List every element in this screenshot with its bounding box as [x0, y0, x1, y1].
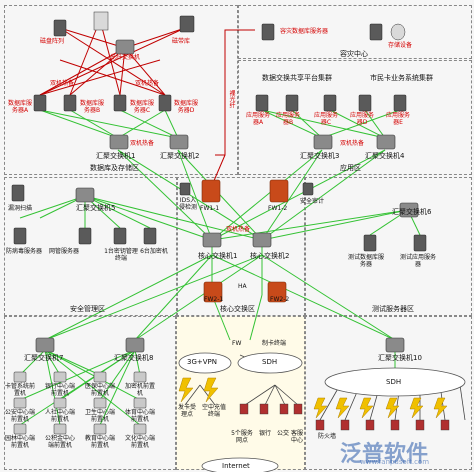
- app-server-c-label: 应用服务器C: [314, 112, 339, 126]
- fw-access-label: FW: [232, 340, 242, 347]
- vpn-cloud-label: 3G+VPN: [187, 358, 217, 366]
- db-server-c-label: 数据库服务器C: [129, 100, 154, 114]
- watermark-url: www.fanpusoft.com: [360, 458, 430, 466]
- storage-device-label: 存储设备: [388, 42, 413, 49]
- agg-switch-2-label: 汇聚交换机2: [160, 152, 200, 160]
- keymgmt-label: 1台密钥管理终端: [104, 248, 138, 262]
- watermark-logo: 泛普软件: [340, 442, 429, 467]
- mobile-label: 发卡受理点: [177, 404, 196, 418]
- agg-switch-4-label: 汇聚交换机4: [365, 152, 405, 160]
- branch-label-3: 公交: [276, 430, 289, 437]
- dual-hot-label-3: 双机热备: [130, 140, 155, 147]
- netmgmt-label: 网管服务器: [48, 248, 79, 255]
- encryptor-label: 6台加密机: [140, 248, 168, 255]
- front-item-4: 加密机前置机: [124, 383, 155, 397]
- zone-db-storage-title: 数据库及存储区: [90, 164, 139, 172]
- zone-app: [238, 60, 472, 175]
- agg-switch-6-label: 汇聚交换机6: [392, 208, 432, 216]
- dual-hot-label-4: 双机热备: [340, 140, 365, 147]
- dual-hot-label-2: 双机热备: [135, 80, 160, 87]
- leak-scan-label: 漏洞扫描: [8, 205, 33, 212]
- agg-switch-10-label: 汇聚交换机10: [378, 354, 422, 362]
- branch-label-4: 客服中心: [290, 430, 303, 444]
- fw1-label: FW1-1: [200, 205, 220, 212]
- antivirus-label: 防病毒服务器: [6, 248, 43, 255]
- fw2-label: FW1-2: [268, 205, 288, 212]
- front-item-5: 公安中心端前置机: [4, 409, 35, 423]
- fw-remote-label: 防火墙: [318, 433, 337, 440]
- dual-hot-core-label: 双机热备: [226, 226, 251, 233]
- ha-label: HA: [238, 283, 247, 290]
- zone-security: [4, 177, 178, 316]
- agg-switch-7-label: 汇聚交换机7: [24, 354, 64, 362]
- app-server-b-label: 应用服务器B: [276, 112, 301, 126]
- zone-disaster: [238, 5, 472, 59]
- db-server-d-label: 数据库服务器D: [173, 100, 198, 114]
- front-item-1: 卡管系统前置机: [4, 383, 35, 397]
- front-item-7: 卫生中心端前置机: [84, 409, 115, 423]
- test-db-label: 测试数据库服务器: [348, 254, 385, 268]
- front-item-11: 教育中心端前置机: [84, 435, 115, 449]
- dr-db-server-label: 容灾数据库服务器: [280, 28, 329, 35]
- tape-library-label: 磁带库: [172, 38, 191, 45]
- agg-switch-5-label: 汇聚交换机5: [76, 204, 116, 212]
- zone-app-title: 应用区: [340, 164, 361, 172]
- zone-core: [176, 177, 306, 316]
- audit-label: 安全审计: [300, 198, 325, 205]
- front-item-12: 文化中心端前置机: [124, 435, 155, 449]
- front-item-2: 银行中心端前置机: [44, 383, 75, 397]
- dual-hot-label-1: 双机热备: [50, 80, 75, 87]
- core-switch-1-label: 核心交换机1: [198, 252, 238, 260]
- card-terminal-label: 制卡终端: [262, 340, 287, 347]
- branch-label-1: 5个服务网点: [231, 430, 253, 444]
- app-server-a-label: 应用服务器A: [246, 112, 271, 126]
- front-item-9: 园林中心端前置机: [4, 435, 35, 449]
- app-server-e-label: 应用服务器E: [386, 112, 411, 126]
- zone-core-title: 核心交换区: [220, 305, 255, 313]
- core-switch-2-label: 核心交换机2: [250, 252, 290, 260]
- sdh-remote-label: SDH: [386, 378, 402, 386]
- zone-remote: [304, 316, 472, 470]
- front-item-10: 公积金中心端前置机: [44, 435, 75, 449]
- ids-label: IDS入侵检测: [178, 197, 197, 211]
- zone-security-title: 安全管理区: [70, 305, 105, 313]
- data-share-cluster-title: 数据交换共享平台集群: [262, 74, 332, 82]
- fw4-label: FW2-2: [270, 296, 290, 303]
- dark-fiber-label: 裸光纤: [228, 90, 235, 108]
- zone-test-title: 测试服务器区: [372, 305, 414, 313]
- db-server-b-label: 数据库服务器B: [79, 100, 104, 114]
- agg-switch-1-label: 汇聚交换机1: [96, 152, 136, 160]
- front-item-8: 体育中心端前置机: [124, 409, 155, 423]
- app-server-d-label: 应用服务器D: [350, 112, 375, 126]
- disk-array-label: 磁盘阵列: [40, 38, 65, 45]
- test-app-label: 测试应用服务器: [400, 254, 437, 268]
- agg-switch-3-label: 汇聚交换机3: [300, 152, 340, 160]
- citizen-card-cluster-title: 市民卡业务系统集群: [370, 74, 433, 82]
- fc-switch-label: 光纤交换机: [110, 54, 141, 61]
- online-label: 空中充值终端: [201, 404, 226, 418]
- front-item-3: 医保中心端前置机: [84, 383, 115, 397]
- db-server-a-label: 数据库服务器A: [7, 100, 32, 114]
- zone-front: [4, 316, 176, 470]
- sdh-cloud-label: SDH: [262, 358, 278, 366]
- front-item-6: 人社中心端前置机: [44, 409, 75, 423]
- branch-label-2: 银行: [258, 430, 271, 437]
- agg-switch-8-label: 汇聚交换机8: [114, 354, 154, 362]
- fw3-label: FW2-1: [204, 296, 224, 303]
- internet-cloud-label: Internet: [222, 462, 250, 470]
- zone-test: [304, 177, 472, 316]
- zone-disaster-title: 容灾中心: [340, 50, 368, 58]
- zone-db-storage: [4, 5, 238, 175]
